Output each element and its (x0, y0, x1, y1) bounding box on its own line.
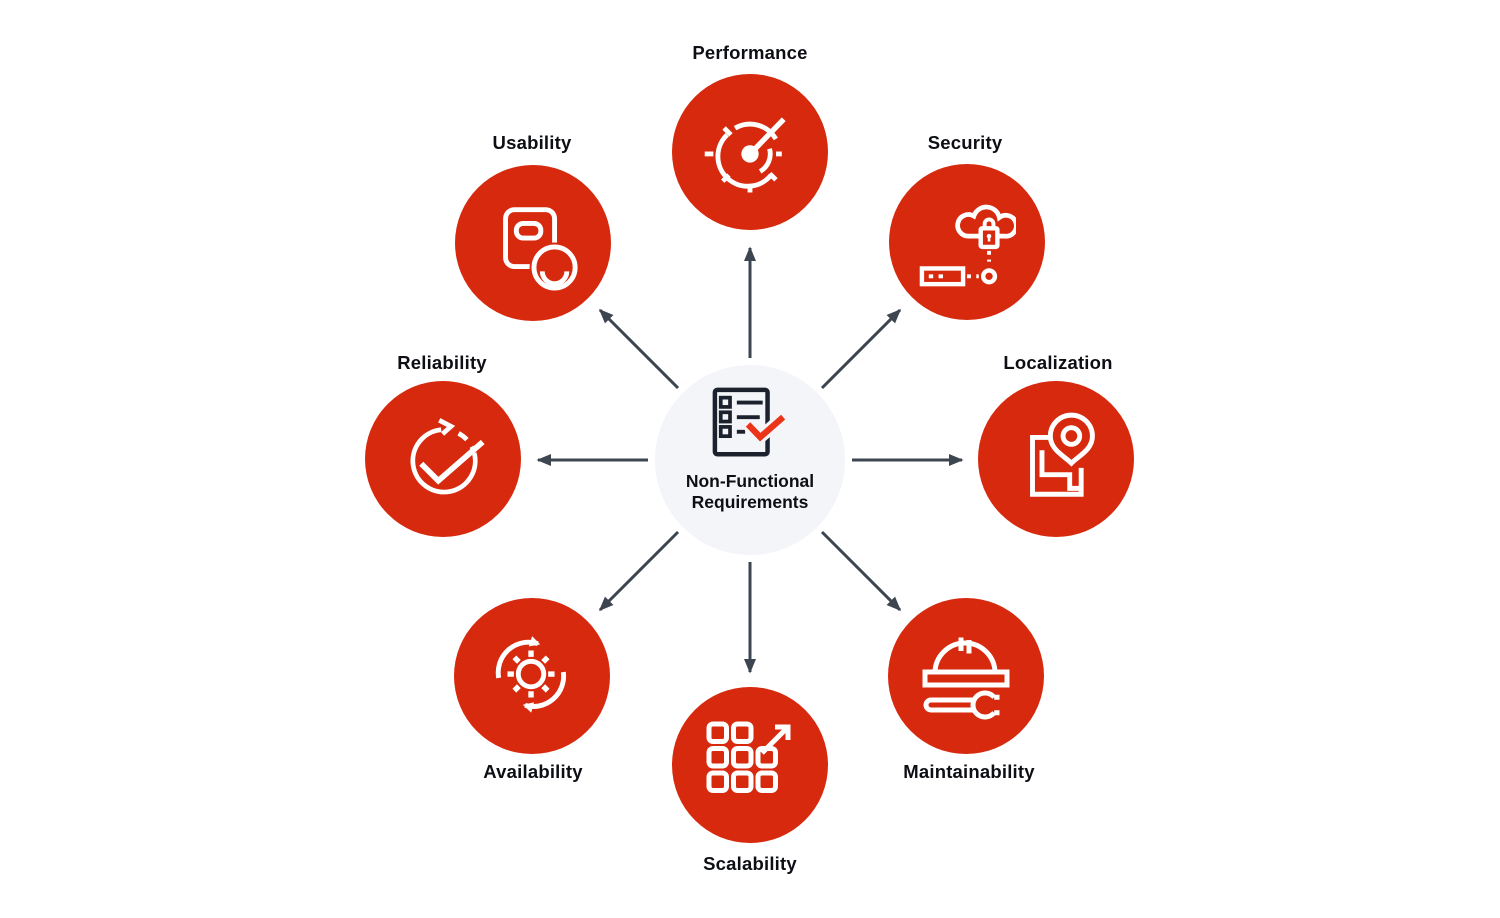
label-performance: Performance (692, 42, 808, 63)
gear-refresh-icon (495, 636, 567, 713)
label-localization: Localization (1003, 352, 1113, 373)
node-scalability (672, 687, 828, 843)
arrow-to-availability (598, 530, 680, 612)
grid-expand-arrow-icon (706, 721, 791, 793)
label-maintainability: Maintainability (903, 761, 1035, 782)
arrow-to-usability (598, 308, 680, 390)
node-reliability (365, 381, 521, 537)
checklist-check-icon (712, 387, 788, 457)
label-usability: Usability (492, 132, 572, 153)
center-title-line2: Requirements (691, 491, 809, 512)
node-usability (455, 165, 611, 321)
speedometer-icon (704, 117, 786, 193)
node-performance (672, 74, 828, 230)
label-reliability: Reliability (397, 352, 487, 373)
center-hub: Non-Functional Requirements (655, 365, 845, 555)
hardhat-wrench-icon (922, 637, 1010, 720)
node-maintainability (888, 598, 1044, 754)
arrow-to-security (820, 308, 902, 390)
node-localization (978, 381, 1134, 537)
map-pin-icon (1030, 412, 1095, 497)
app-smiley-icon (503, 207, 580, 292)
cloud-lock-network-icon (919, 204, 1016, 287)
label-availability: Availability (483, 761, 583, 782)
node-security (889, 164, 1045, 320)
label-security: Security (927, 132, 1003, 153)
center-title-line1: Non-Functional (685, 471, 815, 491)
node-availability (454, 598, 610, 754)
label-scalability: Scalability (703, 853, 797, 874)
arrow-to-maintainability (820, 530, 902, 612)
center-title: Non-Functional Requirements (686, 471, 814, 512)
circular-arrow-check-icon (410, 418, 485, 495)
